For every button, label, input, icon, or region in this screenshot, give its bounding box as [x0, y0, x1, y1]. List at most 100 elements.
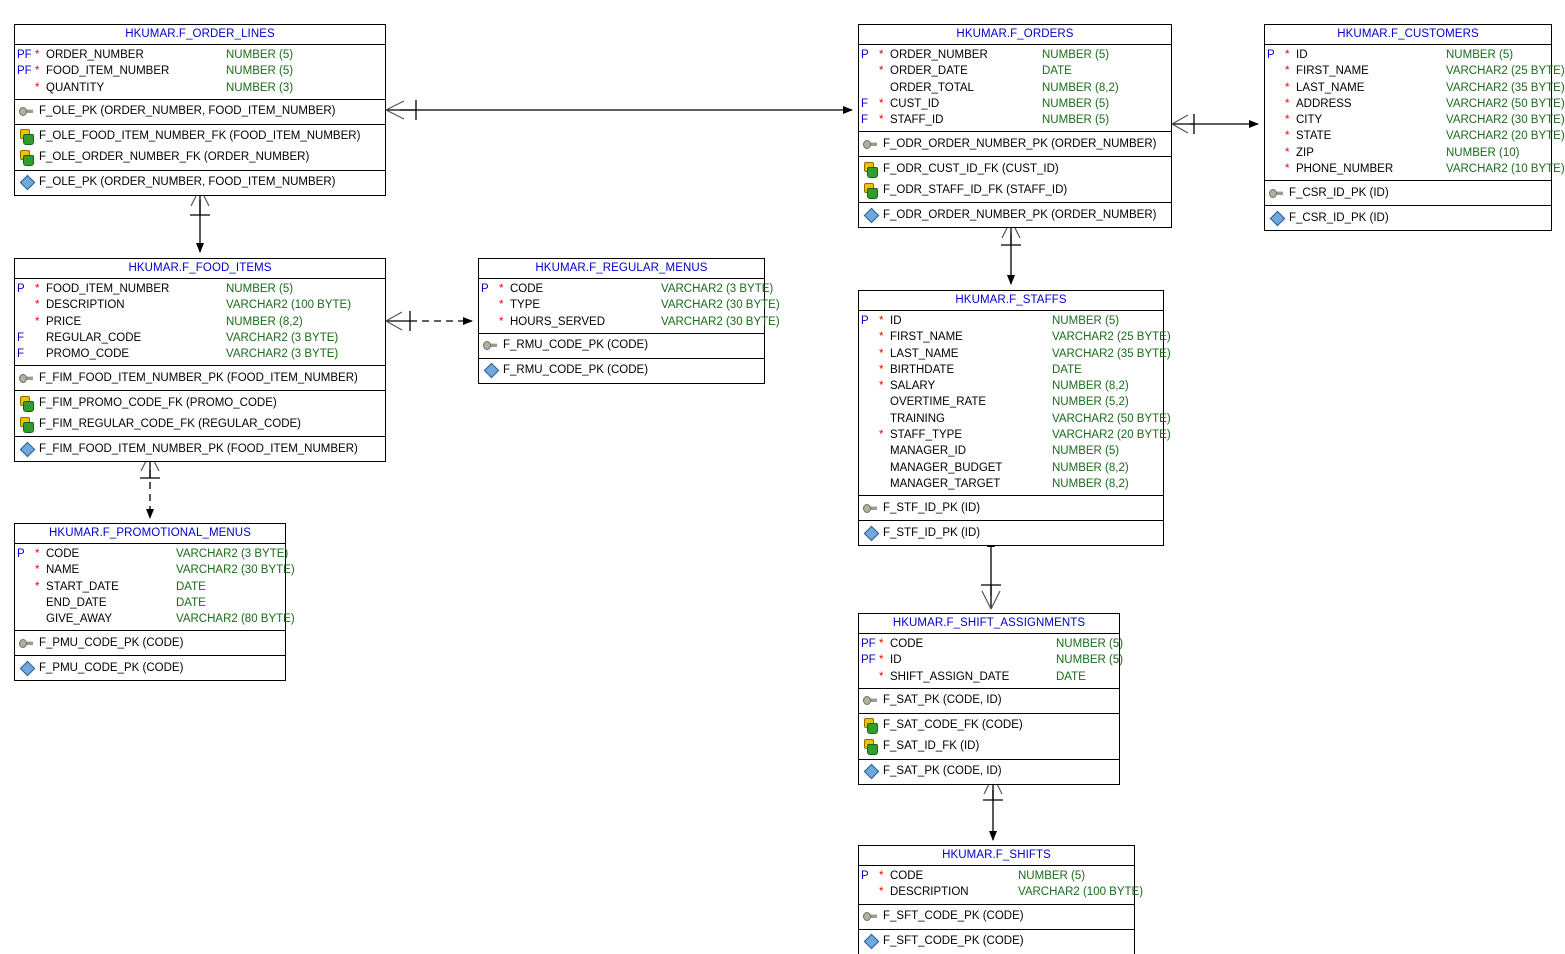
constraint-row[interactable]: F_SAT_PK (CODE, ID): [859, 761, 1119, 782]
constraint-row[interactable]: F_FIM_REGULAR_CODE_FK (REGULAR_CODE): [15, 413, 385, 434]
attribute-datatype: NUMBER (5): [1018, 870, 1086, 882]
constraint-row[interactable]: F_CSR_ID_PK (ID): [1265, 207, 1551, 228]
attribute-datatype: VARCHAR2 (100 BYTE): [226, 299, 352, 312]
attribute-key-marker: F: [861, 97, 869, 110]
constraint-row[interactable]: F_SAT_ID_FK (ID): [859, 736, 1119, 757]
constraint-row[interactable]: F_STF_ID_PK (ID): [859, 497, 1163, 518]
constraint-row[interactable]: F_FIM_PROMO_CODE_FK (PROMO_CODE): [15, 392, 385, 413]
constraint-row[interactable]: F_OLE_ORDER_NUMBER_FK (ORDER_NUMBER): [15, 147, 385, 168]
constraint-row[interactable]: F_RMU_CODE_PK (CODE): [479, 360, 764, 381]
entity-title-customers: HKUMAR.F_CUSTOMERS: [1265, 25, 1551, 45]
relationship-shift-assignments-to-staffs: [981, 537, 1001, 610]
constraint-label: F_RMU_CODE_PK (CODE): [503, 339, 649, 352]
attribute-mandatory-marker: *: [879, 49, 884, 61]
attribute-mandatory-marker: *: [879, 380, 884, 393]
constraint-row[interactable]: F_SAT_PK (CODE, ID): [859, 690, 1119, 711]
attribute-datatype: NUMBER (5): [226, 65, 294, 78]
constraint-row[interactable]: F_SAT_CODE_FK (CODE): [859, 715, 1119, 736]
unique-key-icon: [483, 362, 499, 378]
constraint-row[interactable]: F_SFT_CODE_PK (CODE): [859, 931, 1134, 952]
attribute-mandatory-marker: *: [879, 363, 884, 376]
constraint-row[interactable]: F_OLE_PK (ORDER_NUMBER, FOOD_ITEM_NUMBER…: [15, 172, 385, 193]
constraint-row[interactable]: F_CSR_ID_PK (ID): [1265, 182, 1551, 203]
constraint-row[interactable]: F_PMU_CODE_PK (CODE): [15, 632, 285, 653]
attribute-name: CODE: [890, 870, 924, 882]
constraint-row[interactable]: F_FIM_FOOD_ITEM_NUMBER_PK (FOOD_ITEM_NUM…: [15, 367, 385, 388]
constraint-row[interactable]: F_RMU_CODE_PK (CODE): [479, 335, 764, 356]
constraint-row[interactable]: F_ODR_STAFF_ID_FK (STAFF_ID): [859, 179, 1171, 200]
constraint-row[interactable]: F_OLE_PK (ORDER_NUMBER, FOOD_ITEM_NUMBER…: [15, 101, 385, 122]
constraint-row[interactable]: F_SFT_CODE_PK (CODE): [859, 906, 1134, 927]
relationship-order-lines-to-orders: [385, 100, 853, 120]
attribute-mandatory-marker: *: [879, 331, 884, 344]
constraint-row[interactable]: F_ODR_ORDER_NUMBER_PK (ORDER_NUMBER): [859, 204, 1171, 225]
constraint-row[interactable]: F_ODR_CUST_ID_FK (CUST_ID): [859, 158, 1171, 179]
foreign-key-icon: [19, 128, 35, 146]
constraint-row[interactable]: F_ODR_ORDER_NUMBER_PK (ORDER_NUMBER): [859, 133, 1171, 154]
constraint-row[interactable]: F_PMU_CODE_PK (CODE): [15, 657, 285, 678]
constraint-row[interactable]: F_FIM_FOOD_ITEM_NUMBER_PK (FOOD_ITEM_NUM…: [15, 438, 385, 459]
constraint-row[interactable]: F_STF_ID_PK (ID): [859, 522, 1163, 543]
constraint-row[interactable]: F_OLE_FOOD_ITEM_NUMBER_FK (FOOD_ITEM_NUM…: [15, 126, 385, 147]
